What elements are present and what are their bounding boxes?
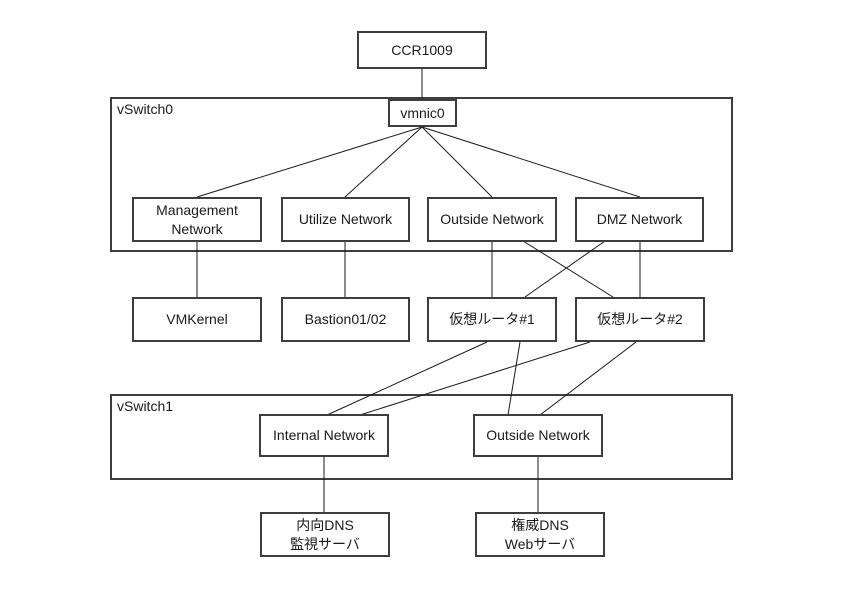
edge-router2-internal — [359, 341, 591, 416]
node-virtual-router-1: 仮想ルータ#1 — [427, 297, 557, 342]
edge-vmnic0-outside0 — [421, 126, 493, 198]
node-outside-network-vswitch1: Outside Network — [473, 414, 603, 457]
edge-router2-outside1 — [539, 341, 637, 416]
node-management-network: Management Network — [132, 197, 262, 242]
node-dmz-network: DMZ Network — [575, 197, 704, 242]
node-authoritative-dns-web-server: 権威DNS Webサーバ — [475, 512, 605, 557]
vswitch0-label: vSwitch0 — [117, 101, 174, 117]
node-vmnic0: vmnic0 — [388, 99, 457, 127]
edge-vmnic0-management — [196, 126, 423, 198]
node-internal-network: Internal Network — [259, 414, 389, 457]
edge-router1-internal — [326, 341, 488, 416]
edge-router1-outside1 — [507, 341, 521, 416]
node-internal-dns-monitor-server: 内向DNS 監視サーバ — [260, 512, 390, 557]
edge-vmnic0-utilize — [344, 126, 423, 198]
node-ccr1009: CCR1009 — [357, 31, 487, 69]
node-outside-network-vswitch0: Outside Network — [427, 197, 557, 242]
node-bastion01-02: Bastion01/02 — [281, 297, 410, 342]
edge-vmnic0-dmz — [421, 126, 641, 198]
edge-outside0-router2 — [522, 240, 614, 298]
vswitch1-label: vSwitch1 — [117, 398, 174, 414]
edge-dmz-router1 — [524, 240, 606, 298]
node-vmkernel: VMKernel — [132, 297, 262, 342]
node-utilize-network: Utilize Network — [281, 197, 410, 242]
node-virtual-router-2: 仮想ルータ#2 — [575, 297, 705, 342]
